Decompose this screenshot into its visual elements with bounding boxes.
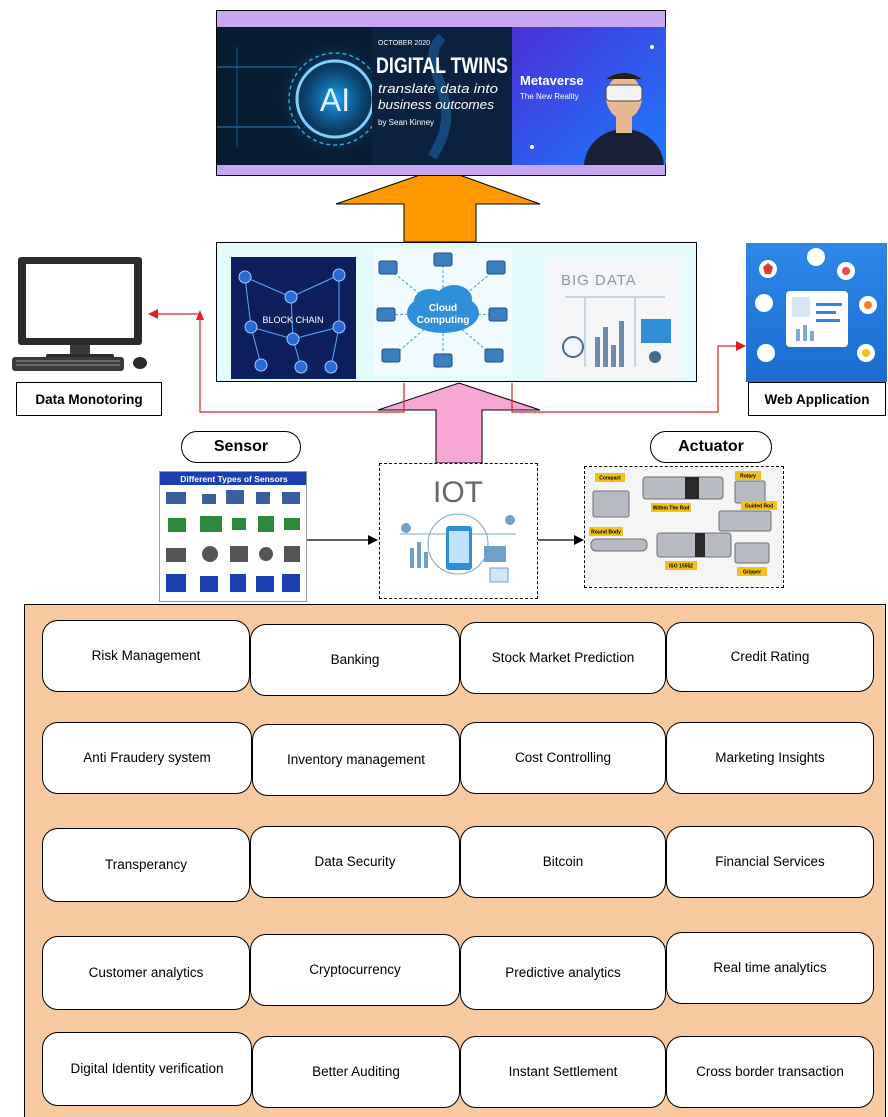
data-monitoring-label: Data Monotoring [16,382,162,416]
web-application-image [746,243,887,382]
app-better-auditing: Better Auditing [252,1036,460,1108]
pink-up-arrow [377,382,541,464]
app-credit-rating: Credit Rating [666,622,874,692]
actuator-tag-compact: Compact [599,476,621,482]
digital-twins-image: OCTOBER 2020 DIGITAL TWINS translate dat… [372,27,512,165]
dt-title: DIGITAL TWINS [376,53,508,78]
app-marketing-insights: Marketing Insights [666,722,874,794]
app-data-security: Data Security [250,826,460,898]
app-transparency: Transperancy [42,828,250,902]
sensor-image-title: Different Types of Sensors [180,474,288,484]
cloud-computing-image: Cloud Computing [374,249,512,375]
app-cross-border-transaction: Cross border transaction [666,1036,874,1108]
ai-image: AI [217,27,372,165]
actuator-tag-rotary: Rotary [740,474,756,480]
red-arrowhead-left-mid [196,310,204,320]
app-real-time-analytics: Real time analytics [666,932,874,1004]
sensor-to-iot-head [368,535,378,545]
iot-box: IOT [379,463,538,599]
web-application-label: Web Application [748,382,886,416]
red-connector-left [156,313,405,413]
dt-sub2: business outcomes [378,97,495,112]
dt-author: by Sean Kinney [378,118,434,127]
cloud-line1: Cloud [429,303,457,314]
sensor-label: Sensor [181,431,301,463]
actuator-label: Actuator [650,431,772,463]
actuator-tag-guided-rod: Guided Rod [745,504,773,510]
app-financial-services: Financial Services [666,826,874,898]
app-bitcoin: Bitcoin [460,826,666,898]
bigdata-text: BIG DATA [561,272,637,289]
blockchain-text: BLOCK CHAIN [262,315,323,325]
red-arrowhead-left [148,309,158,319]
app-inventory-management: Inventory management [252,724,460,796]
cloud-line2: Computing [417,315,470,326]
actuator-tag-within-rod: Within The Rod [653,506,690,512]
iot-to-actuator-head [574,535,584,545]
dt-sub1: translate data into [378,81,498,96]
orange-up-arrow [335,167,541,243]
actuator-tag-gripper: Gripper [743,570,761,576]
desktop-computer-icon [10,255,150,375]
red-connector-right [511,345,738,413]
red-arrowhead-right [736,341,746,351]
actuator-types-image: Compact Rotary Within The Rod Guided Rod… [584,466,784,588]
app-predictive-analytics: Predictive analytics [460,936,666,1010]
ai-text: AI [320,82,350,118]
app-instant-settlement: Instant Settlement [460,1036,666,1108]
tech-box: BLOCK CHAIN Cloud Computing [216,242,697,382]
metaverse-image: Metaverse The New Reality [512,27,666,165]
app-cryptocurrency: Cryptocurrency [250,934,460,1006]
app-digital-identity-verification: Digital Identity verification [42,1032,252,1106]
app-stock-market-prediction: Stock Market Prediction [460,622,666,694]
mv-title: Metaverse [520,73,584,88]
app-anti-fraud-system: Anti Fraudery system [42,722,252,794]
blockchain-image: BLOCK CHAIN [231,257,356,379]
app-customer-analytics: Customer analytics [42,936,250,1010]
actuator-tag-iso: ISO 15552 [669,564,693,570]
app-cost-controlling: Cost Controlling [460,722,666,794]
big-data-image: BIG DATA [545,257,681,379]
app-banking: Banking [250,624,460,696]
top-banner: AI OCTOBER 2020 DIGITAL TWINS translate … [216,10,666,176]
iot-label: IOT [433,476,483,509]
app-risk-management: Risk Management [42,620,250,692]
actuator-tag-round-body: Round Body [591,530,621,536]
dt-date: OCTOBER 2020 [378,40,430,47]
mv-sub: The New Reality [520,92,579,101]
sensor-types-image: Different Types of Sensors [159,471,307,602]
